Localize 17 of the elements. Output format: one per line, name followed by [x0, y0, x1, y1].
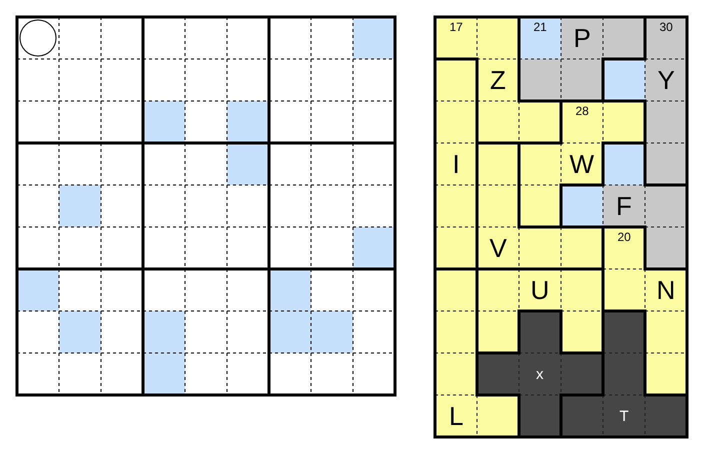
piece-letter: V [490, 235, 507, 261]
piece-letter: L [449, 403, 464, 429]
piece-letter: I [452, 151, 460, 177]
piece-letter: W [570, 151, 594, 177]
piece-letter: Z [490, 67, 506, 93]
piece-letter: P [574, 25, 591, 51]
clue-number: 28 [576, 105, 589, 117]
clue-number: 21 [534, 21, 547, 33]
piece-letter: x [536, 366, 544, 382]
piece-letter: Y [658, 67, 675, 93]
piece-letter: U [530, 277, 550, 303]
clue-number: 17 [450, 21, 463, 33]
piece-letter: N [656, 277, 676, 303]
piece-letter: F [616, 193, 632, 219]
clue-number: 20 [618, 231, 631, 243]
piece-letter: T [620, 408, 629, 424]
clue-number: 30 [660, 21, 673, 33]
